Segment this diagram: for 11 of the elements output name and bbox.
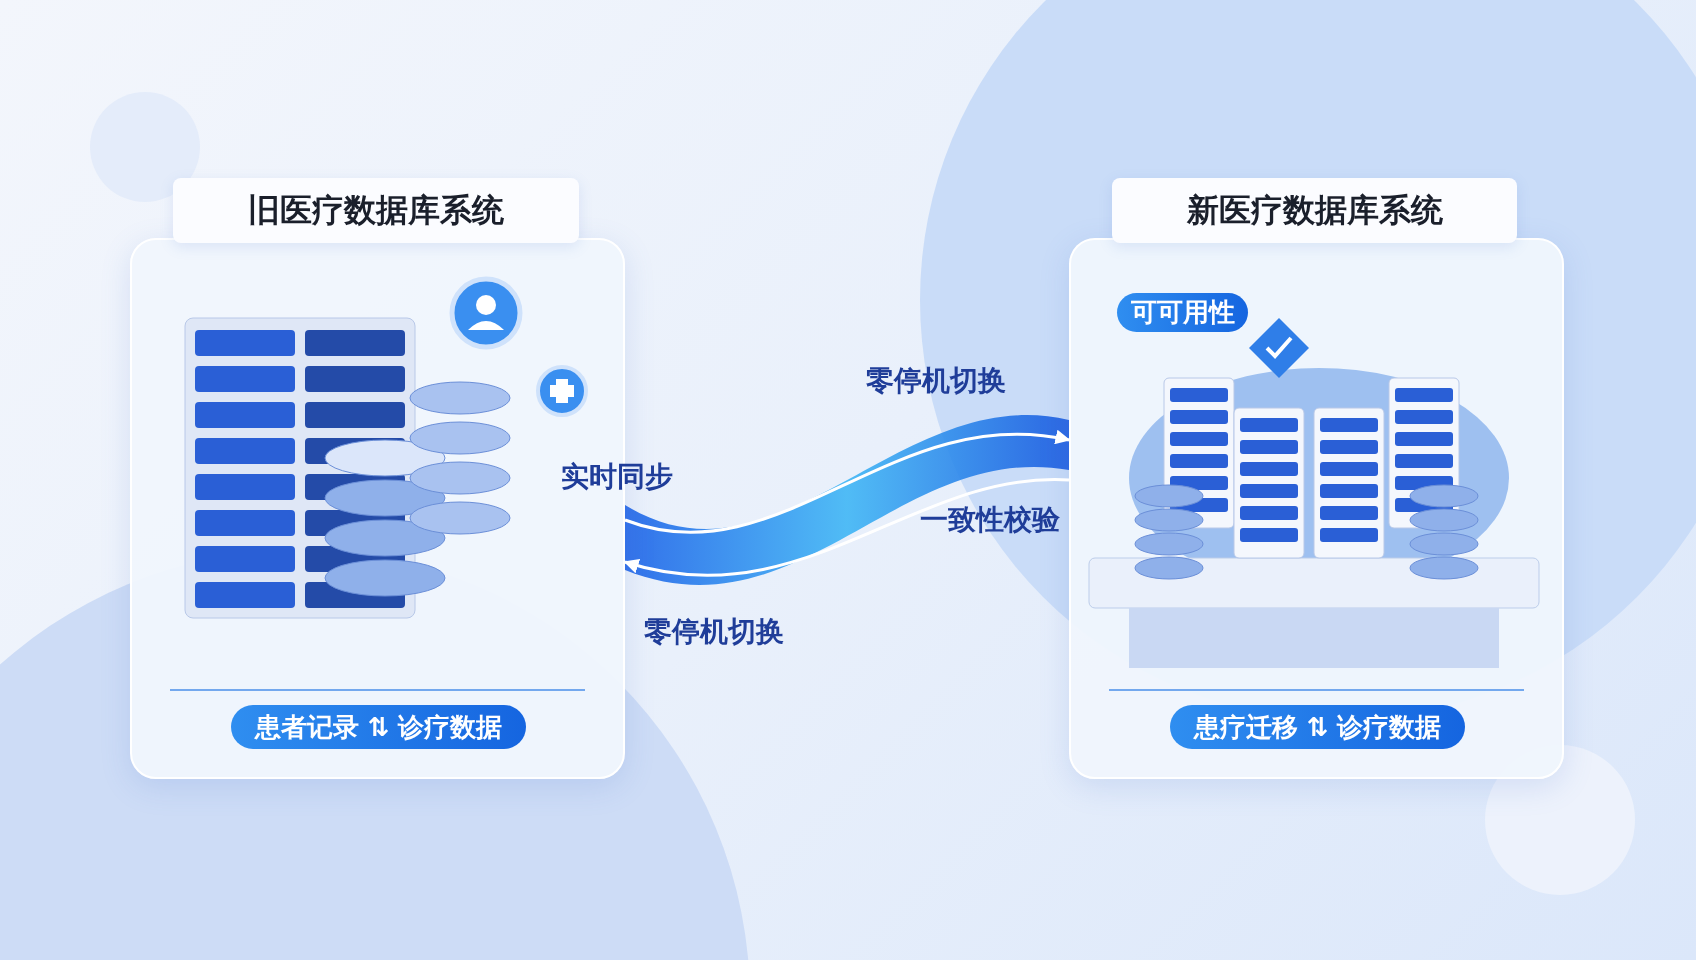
- title-tab: 新医疗数据库系统: [1112, 178, 1517, 243]
- caption-pill: 患者记录 ⇅ 诊疗数据: [231, 705, 526, 749]
- flow-label: 一致性校验: [919, 502, 1061, 538]
- caption-pill: 患疗迁移 ⇅ 诊疗数据: [1170, 705, 1465, 749]
- edge-label: 零停机切换: [865, 363, 1007, 399]
- title-tab: 旧医疗数据库系统: [173, 178, 579, 243]
- edge-label: 零停机切换: [643, 614, 785, 650]
- status-badge: 可可用性: [1117, 293, 1248, 332]
- flow-label: 实时同步: [560, 459, 674, 495]
- arrow: [624, 430, 1071, 534]
- arrow: [623, 478, 1070, 577]
